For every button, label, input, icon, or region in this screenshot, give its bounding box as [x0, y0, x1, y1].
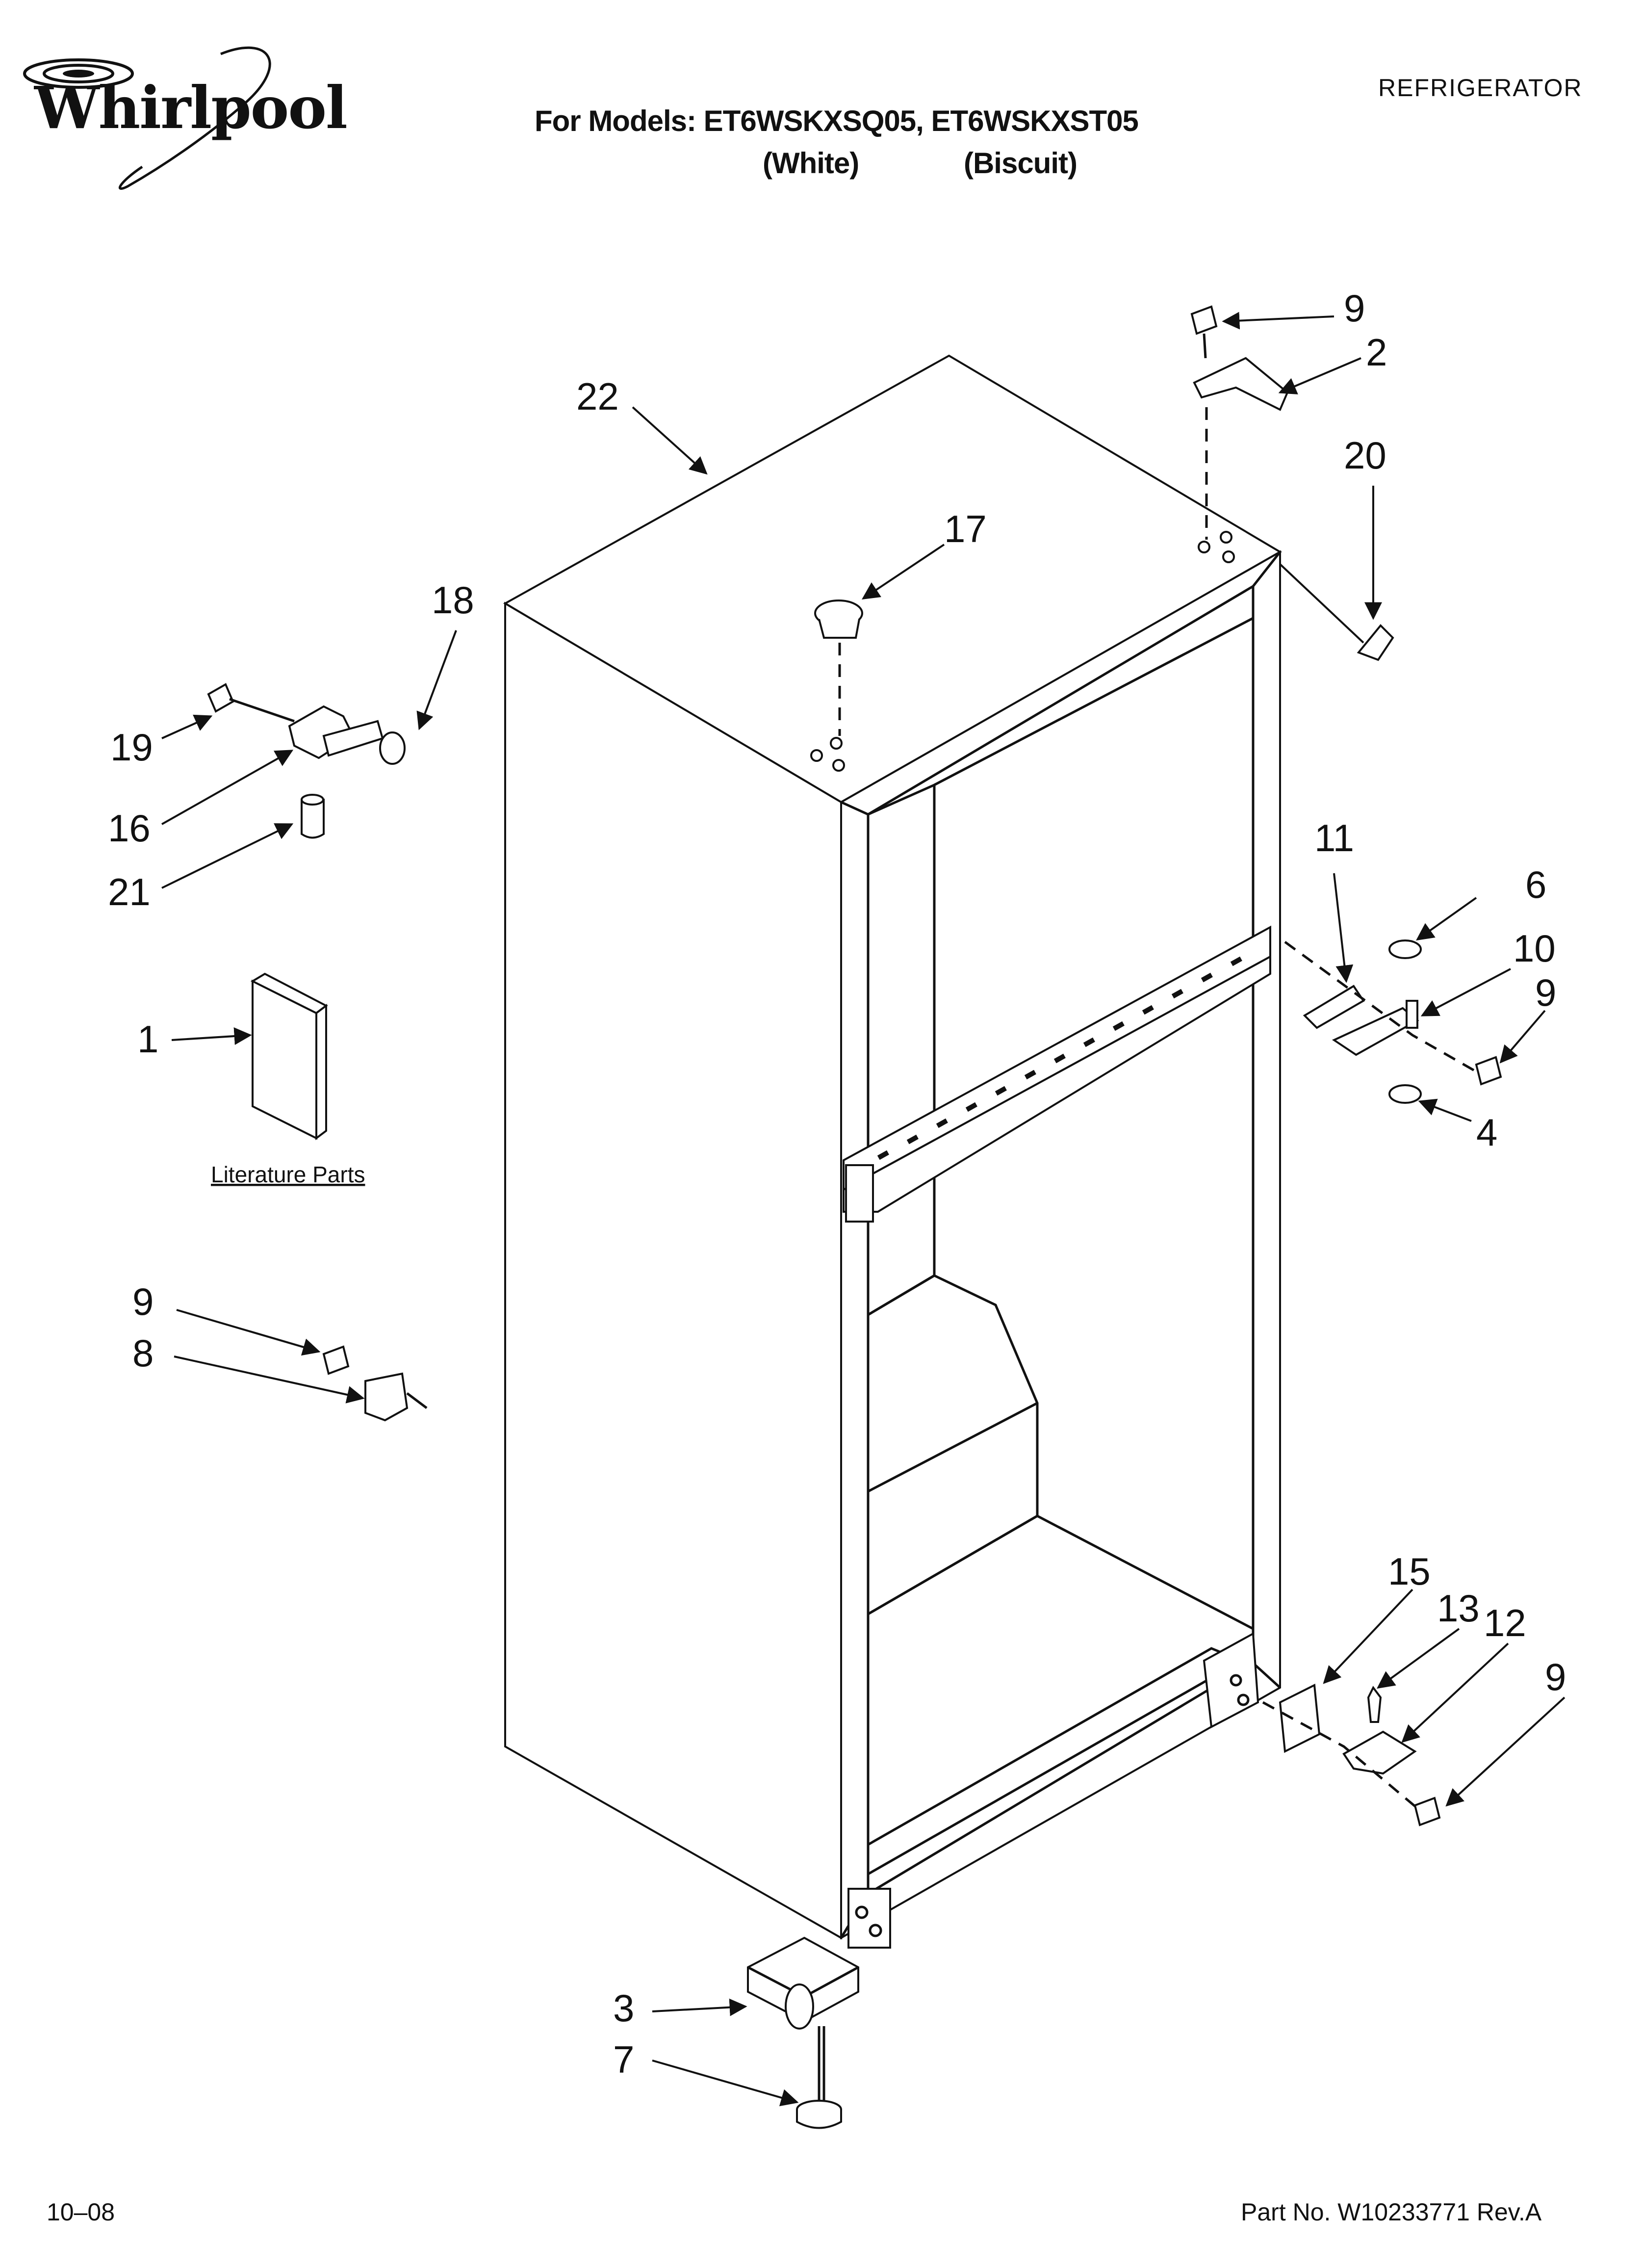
clip-part-20 [1357, 624, 1394, 661]
middle-hinge-parts [1284, 939, 1502, 1104]
door-stop-parts [207, 683, 406, 839]
variant-biscuit-label: (Biscuit) [964, 147, 1078, 180]
callout-18: 18 [432, 578, 474, 622]
callout-17: 17 [944, 507, 987, 550]
callout-6: 6 [1525, 863, 1546, 906]
callout-7: 7 [613, 2038, 634, 2081]
callout-10: 10 [1513, 927, 1556, 970]
leader-lines [161, 312, 1565, 2107]
callout-22: 22 [576, 375, 619, 418]
left-hinge-parts [322, 1345, 428, 1422]
callout-2: 2 [1366, 331, 1387, 374]
top-hinge-parts [1190, 305, 1289, 540]
callout-8: 8 [132, 1331, 154, 1375]
callout-19: 19 [110, 726, 153, 769]
models-title: For Models: ET6WSKXSQ05, ET6WSKXST05 [535, 104, 1139, 137]
callout-9-top: 9 [1344, 287, 1365, 330]
callout-9-mid: 9 [1535, 971, 1556, 1014]
brand-logo-text: Whirlpool [34, 74, 348, 142]
callout-11: 11 [1314, 816, 1354, 860]
literature-parts-label: Literature Parts [211, 1162, 365, 1187]
literature-booklet-part-1 [250, 972, 328, 1140]
part-number: Part No. W10233771 Rev.A [1241, 2198, 1542, 2226]
plug-part-17 [814, 600, 863, 736]
revision-date: 10–08 [47, 2198, 115, 2226]
lower-hinge-parts [1262, 1683, 1441, 1826]
top-holes [810, 531, 1235, 772]
callout-numbers: 9 2 22 20 17 18 19 16 21 1 Literature Pa… [108, 287, 1566, 2081]
callout-1: 1 [137, 1017, 158, 1061]
callout-21: 21 [108, 870, 151, 913]
cabinet-part-22 [503, 354, 1282, 1949]
variant-white-label: (White) [763, 147, 859, 180]
callout-16: 16 [108, 807, 151, 850]
callout-12: 12 [1484, 1601, 1526, 1644]
whirlpool-logo [23, 46, 271, 190]
category-label: REFRIGERATOR [1378, 74, 1583, 102]
callout-13: 13 [1437, 1587, 1480, 1630]
callout-3: 3 [613, 1986, 634, 2030]
mullion-slots [877, 956, 1242, 1160]
callout-15: 15 [1388, 1550, 1431, 1593]
callout-4: 4 [1476, 1111, 1497, 1154]
callout-9-left: 9 [132, 1280, 154, 1323]
callout-9-bottom: 9 [1545, 1655, 1566, 1698]
roller-leveler-parts [747, 1936, 859, 2129]
callout-20: 20 [1344, 434, 1386, 477]
